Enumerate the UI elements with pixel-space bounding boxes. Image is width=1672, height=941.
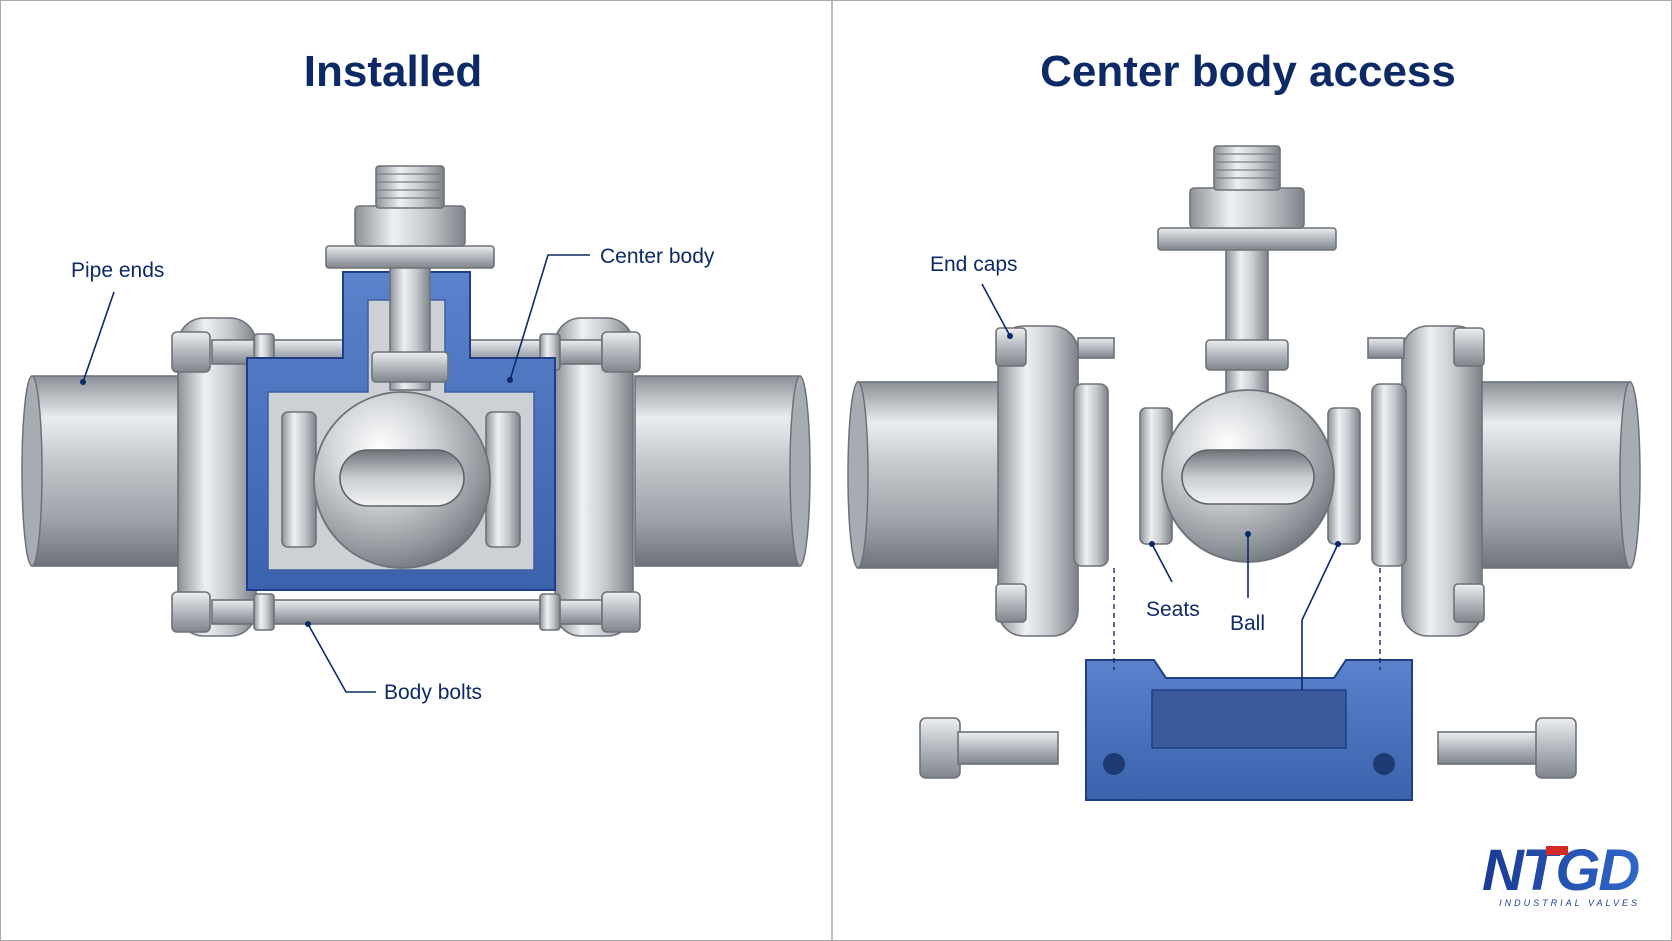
label-seats: Seats [1146, 598, 1200, 621]
panel-title-center-body-access: Center body access [1040, 47, 1456, 96]
label-pipe-ends: Pipe ends [71, 259, 164, 282]
panel-center-body-access: Center body access [847, 47, 1641, 801]
stem-thread [1213, 145, 1281, 191]
right-pipe-end [1619, 381, 1641, 569]
logo-accent [1546, 846, 1568, 855]
right-pipe-end [789, 375, 811, 567]
nut [1453, 583, 1485, 623]
left-pipe [857, 381, 1009, 569]
nut [171, 331, 211, 373]
nut [601, 331, 641, 373]
leader-center-body-removed [1301, 543, 1339, 690]
loose-bolt-right-head [1535, 717, 1577, 779]
leader-dot [1335, 541, 1341, 547]
logo-tagline: INDUSTRIAL VALVES [1499, 898, 1640, 908]
stem-thread-lines [1214, 153, 1280, 179]
label-body-bolts: Body bolts [384, 681, 482, 704]
nut [995, 583, 1027, 623]
leader-pipe-ends [82, 291, 115, 383]
leader-center-body [509, 254, 590, 381]
leader-dot [305, 621, 311, 627]
nut [253, 593, 275, 631]
stem-base-nut [1205, 339, 1289, 371]
left-pipe-end [847, 381, 869, 569]
leader-dot [80, 379, 86, 385]
packing-nut [354, 205, 466, 247]
loose-bolt-left-head [919, 717, 961, 779]
nut [1453, 327, 1485, 367]
gland-flange [1157, 227, 1337, 251]
left-pipe-end [21, 375, 43, 567]
leader-dot [507, 377, 513, 383]
left-end-cap-face [1073, 383, 1109, 567]
leader-end-caps [981, 283, 1011, 337]
loose-bolt-left-shank [957, 731, 1059, 765]
label-end-caps: End caps [930, 253, 1018, 276]
right-pipe [1474, 381, 1631, 569]
nut [539, 593, 561, 631]
gland-flange [325, 245, 495, 269]
panel-installed: Installed [21, 47, 811, 704]
body-bolt-bottom [211, 599, 603, 625]
nut [171, 591, 211, 633]
leader-body-bolts [307, 623, 376, 693]
ball-bore [339, 449, 465, 507]
seat-left [281, 411, 317, 548]
loose-bolt-right-shank [1437, 731, 1539, 765]
nut [601, 591, 641, 633]
right-end-cap-face [1371, 383, 1407, 567]
stem-thread [375, 165, 445, 209]
label-ball: Ball [1230, 612, 1265, 635]
packing-nut [1189, 187, 1305, 229]
leader-dot [1007, 333, 1013, 339]
brand-logo: NTGD INDUSTRIAL VALVES [1482, 838, 1641, 908]
stem-thread-lines [376, 173, 444, 199]
cap-bolt [1367, 337, 1405, 359]
cap-bolt [1077, 337, 1115, 359]
nut [995, 327, 1027, 367]
panel-title-installed: Installed [304, 47, 483, 96]
leader-dot [1245, 531, 1251, 537]
stem-base-nut [371, 351, 449, 383]
bolt-hole [1373, 753, 1395, 775]
leader-dot [1149, 541, 1155, 547]
bolt-hole [1103, 753, 1125, 775]
ball-bore [1181, 449, 1315, 505]
seat-right [485, 411, 521, 548]
right-pipe [634, 375, 801, 567]
label-center-body: Center body [600, 245, 715, 268]
left-pipe [31, 375, 193, 567]
center-body-channel [1151, 689, 1347, 749]
leader-seats [1151, 543, 1173, 583]
